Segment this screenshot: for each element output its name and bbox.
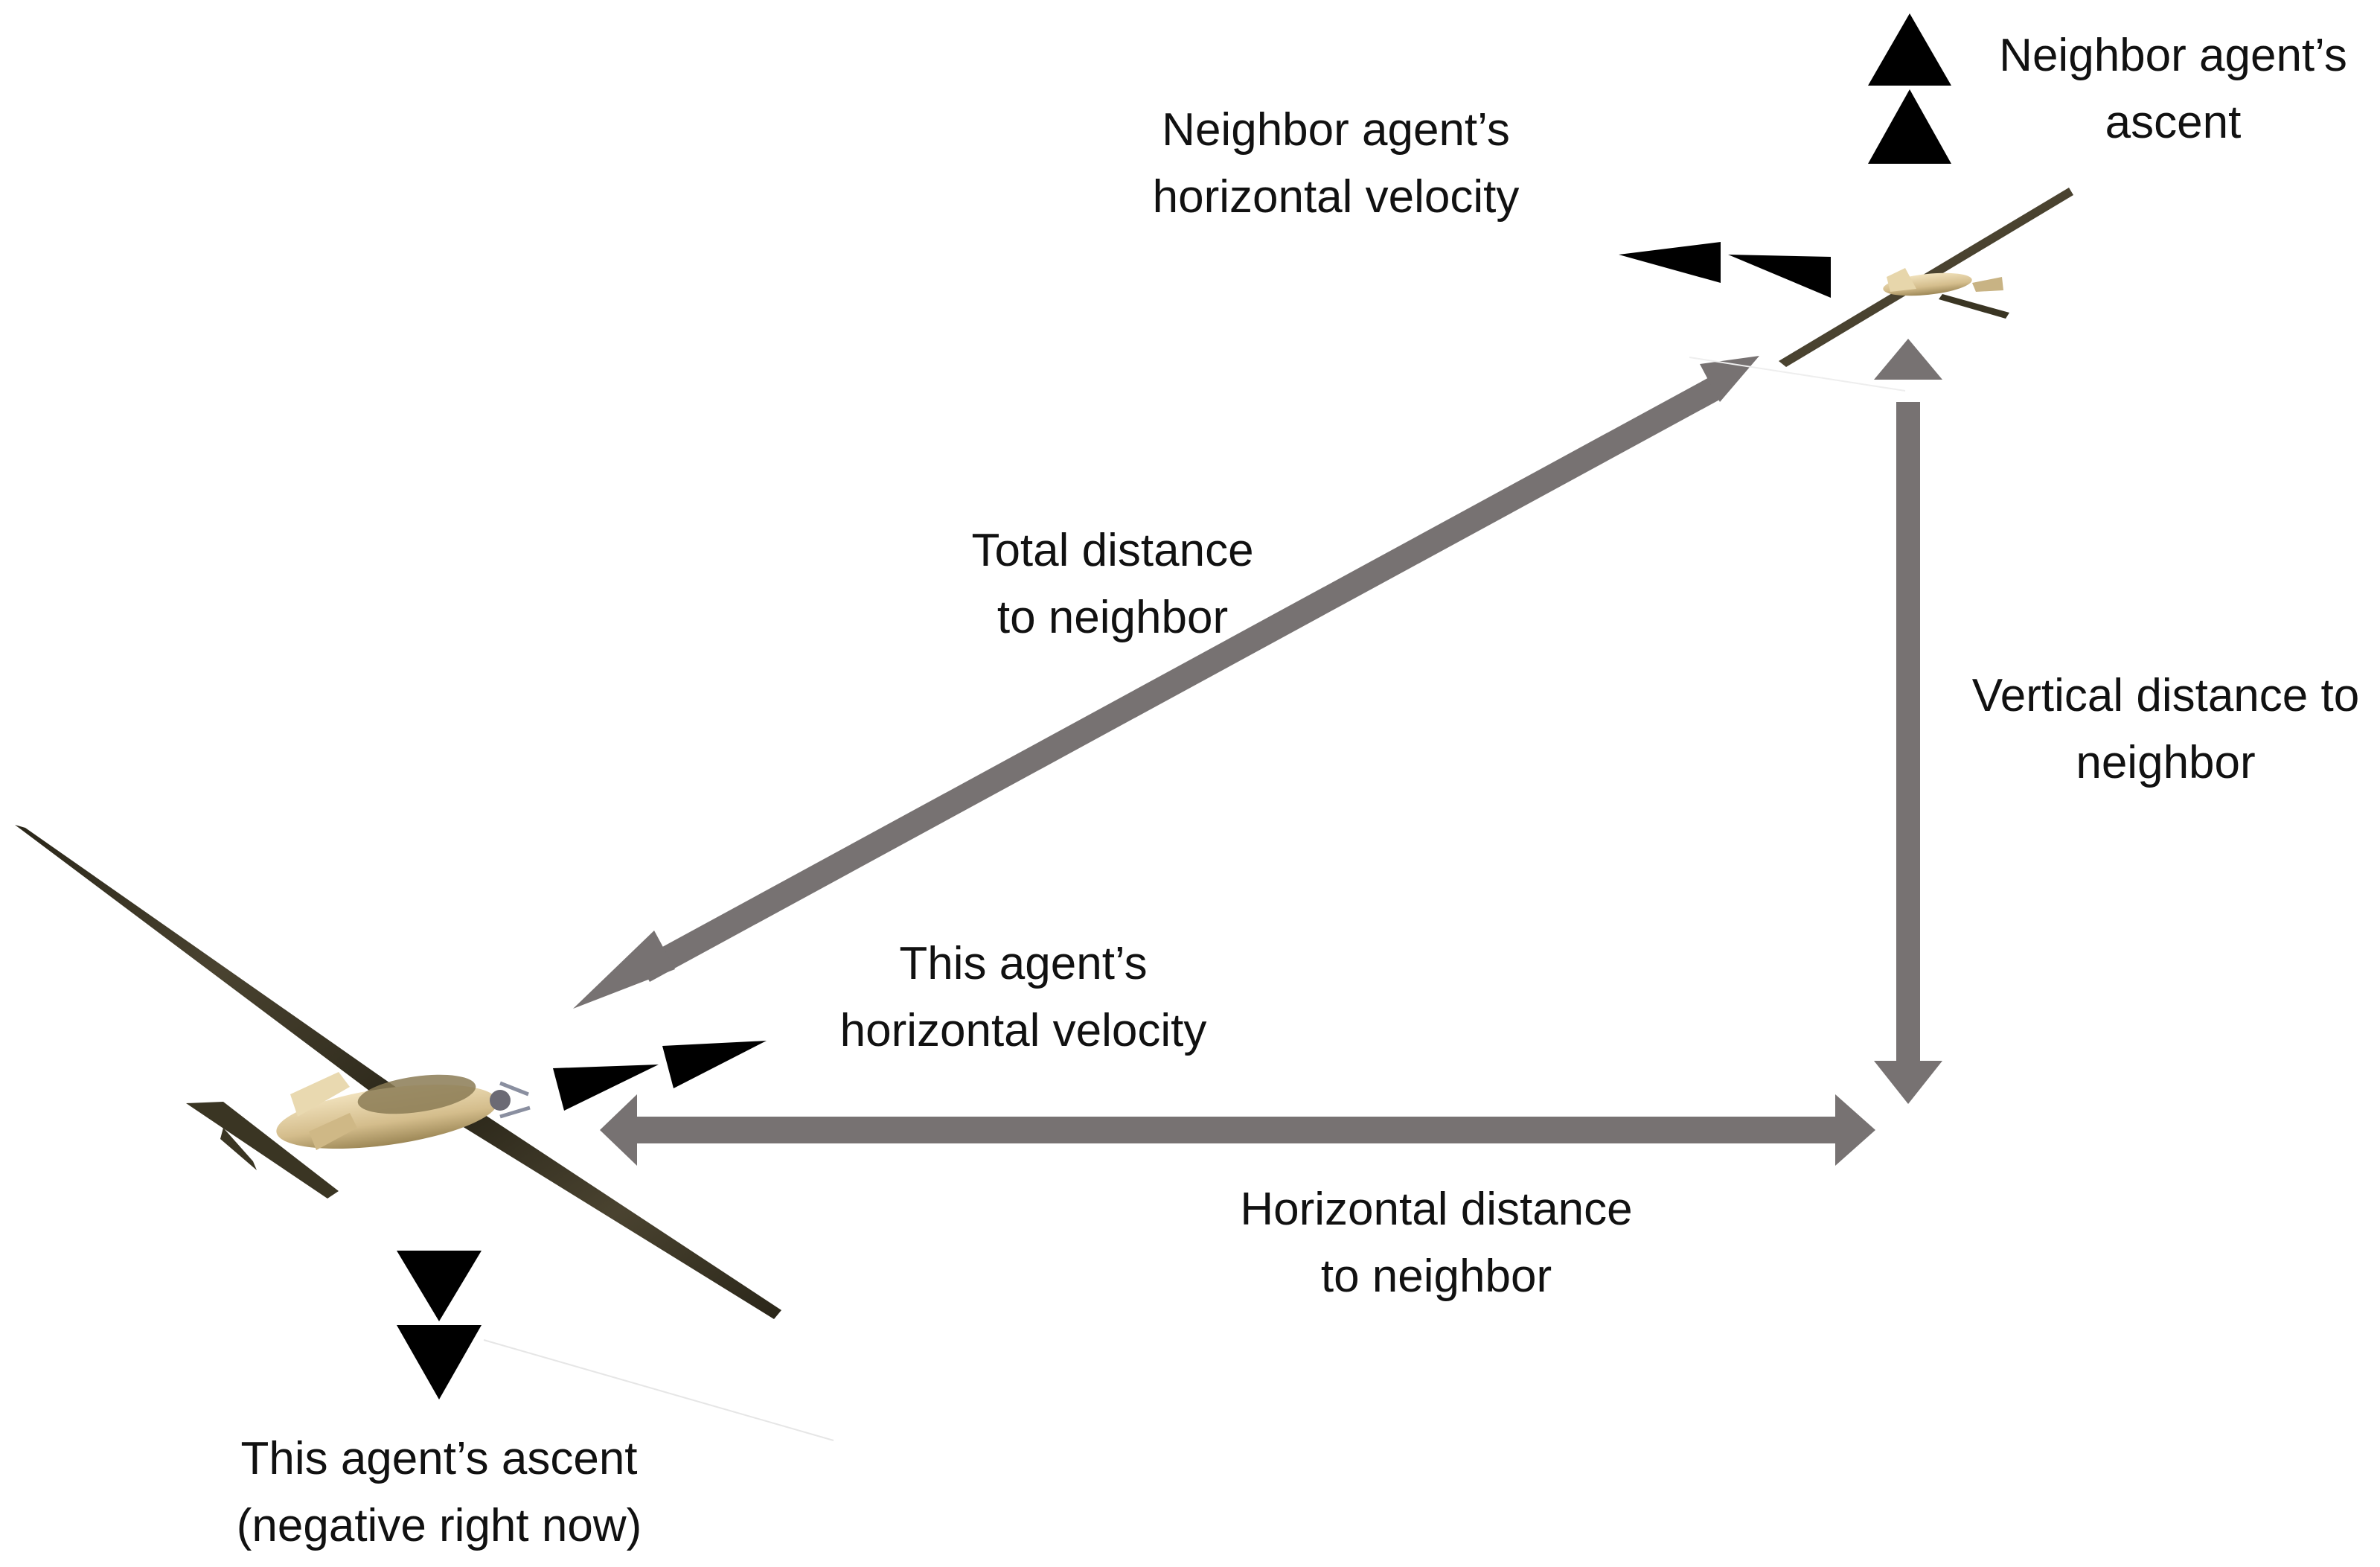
vertical-distance-label-line1: Vertical distance to (1971, 670, 2360, 721)
total-distance-label: Total distance to neighbor (971, 517, 1253, 651)
trail-line (483, 1339, 834, 1441)
total-distance-arrowhead-start (573, 931, 675, 1009)
this-velocity-label-line1: This agent’s (899, 938, 1148, 989)
up-arrow-icon (1868, 13, 1951, 86)
vertical-distance-label: Vertical distance to neighbor (1972, 663, 2359, 797)
right-arrow-icon (553, 1065, 659, 1111)
down-arrow-icon (397, 1325, 482, 1400)
neighbor-velocity-label-line1: Neighbor agent’s (1162, 104, 1510, 156)
neighbor-ascent-label-line2: ascent (2105, 97, 2242, 148)
total-distance-label-line1: Total distance (971, 525, 1254, 576)
horizontal-distance-arrowhead-right (1835, 1094, 1875, 1166)
vertical-distance-arrow (1874, 339, 1942, 1104)
neighbor-ascent-indicator (1868, 13, 1951, 164)
this-ascent-label: This agent’s ascent (negative right now) (237, 1426, 642, 1560)
neighbor-ascent-label-line1: Neighbor agent’s (1999, 30, 2347, 81)
vertical-distance-arrowhead-top (1874, 339, 1942, 380)
horizontal-distance-label-line1: Horizontal distance (1240, 1184, 1633, 1235)
vertical-distance-arrowhead-bottom (1874, 1061, 1942, 1104)
neighbor-aircraft-icon (1779, 188, 2073, 367)
horizontal-distance-arrowhead-left (600, 1094, 637, 1166)
horizontal-distance-label-line2: to neighbor (1320, 1251, 1552, 1302)
neighbor-velocity-indicator (1619, 242, 1831, 298)
total-distance-label-line2: to neighbor (997, 592, 1229, 643)
left-arrow-icon (1619, 242, 1721, 283)
this-ascent-label-line2: (negative right now) (236, 1500, 642, 1551)
this-aircraft-icon (15, 825, 781, 1319)
this-velocity-label: This agent’s horizontal velocity (840, 931, 1207, 1065)
this-velocity-label-line2: horizontal velocity (839, 1005, 1207, 1056)
this-ascent-indicator (397, 1251, 482, 1400)
total-distance-arrow (573, 356, 1759, 1009)
total-distance-arrowhead-end (1700, 356, 1759, 402)
right-arrow-icon (662, 1041, 767, 1088)
neighbor-velocity-label-line2: horizontal velocity (1152, 171, 1520, 223)
left-arrow-icon (1728, 255, 1831, 298)
horizontal-distance-arrow (600, 1094, 1875, 1166)
this-ascent-label-line1: This agent’s ascent (240, 1433, 638, 1484)
trail-line (1689, 357, 1906, 392)
neighbor-velocity-label: Neighbor agent’s horizontal velocity (1153, 97, 1520, 231)
vertical-distance-label-line2: neighbor (2076, 737, 2256, 788)
this-velocity-indicator (553, 1041, 767, 1111)
up-arrow-icon (1868, 89, 1951, 164)
horizontal-distance-label: Horizontal distance to neighbor (1240, 1176, 1632, 1310)
neighbor-ascent-label: Neighbor agent’s ascent (1999, 22, 2347, 156)
down-arrow-icon (397, 1251, 482, 1321)
